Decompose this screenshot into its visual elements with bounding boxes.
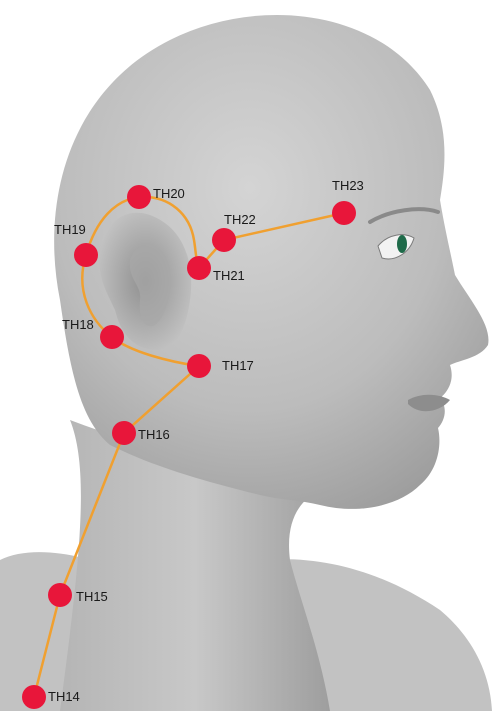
acupoint-th22-label: TH22 [224,212,256,227]
acupoint-th23-marker [332,201,356,225]
acupoint-th18-label: TH18 [62,317,94,332]
acupoint-th19-label: TH19 [54,222,86,237]
acupoint-th21-label: TH21 [213,268,245,283]
iris-shape [397,235,407,253]
acupoint-th20-marker [127,185,151,209]
acupoint-th16-label: TH16 [138,427,170,442]
acupoint-th19-marker [74,243,98,267]
acupoint-th23-label: TH23 [332,178,364,193]
acupoint-th17-label: TH17 [222,358,254,373]
acupoint-th22-marker [212,228,236,252]
acupoint-th15-label: TH15 [76,589,108,604]
acupoint-th21-marker [187,256,211,280]
acupoint-th18-marker [100,325,124,349]
acupoint-th15-marker [48,583,72,607]
acupoint-th14-label: TH14 [48,689,80,704]
acupoint-th16-marker [112,421,136,445]
acupoint-th14-marker [22,685,46,709]
acupoint-th20-label: TH20 [153,186,185,201]
acupoint-th17-marker [187,354,211,378]
